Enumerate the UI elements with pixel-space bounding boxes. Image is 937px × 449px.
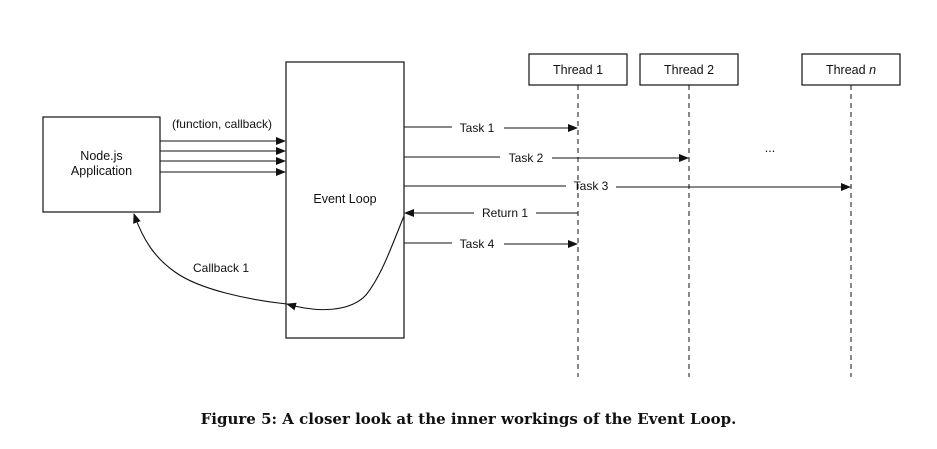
task-4-message: Task 4 xyxy=(404,237,578,251)
app-box-label-line2: Application xyxy=(71,164,132,178)
event-loop-label: Event Loop xyxy=(313,192,376,206)
thread-1-header: Thread 1 xyxy=(528,53,628,86)
task-3-label: Task 3 xyxy=(574,179,609,193)
task-2-message: Task 2 xyxy=(404,151,689,165)
thread-2-header: Thread 2 xyxy=(639,53,739,86)
return-1-message: Return 1 xyxy=(404,206,578,220)
thread-2-label: Thread 2 xyxy=(664,63,714,77)
return-1-label: Return 1 xyxy=(482,206,528,220)
callback-1-label: Callback 1 xyxy=(193,261,249,275)
event-loop-box: Event Loop xyxy=(285,61,405,339)
task-3-message: Task 3 xyxy=(404,179,851,193)
thread-n-label-suffix: n xyxy=(869,63,876,77)
thread-n-label-text: Thread xyxy=(826,63,869,77)
task-1-label: Task 1 xyxy=(460,121,495,135)
callback-1-curve xyxy=(133,213,288,305)
thread-n-header: Thread n xyxy=(801,53,901,86)
figure-caption: Figure 5: A closer look at the inner wor… xyxy=(200,410,737,428)
task-2-label: Task 2 xyxy=(509,151,544,165)
thread-1-label: Thread 1 xyxy=(553,63,603,77)
return-flow-curve xyxy=(286,215,405,311)
app-box-label-line1: Node.js xyxy=(80,149,122,163)
function-callback-label: (function, callback) xyxy=(172,117,272,131)
threads-ellipsis: ... xyxy=(765,141,775,155)
task-1-message: Task 1 xyxy=(404,121,578,135)
task-4-label: Task 4 xyxy=(460,237,495,251)
nodejs-application-box: Node.js Application xyxy=(42,116,161,213)
thread-lifelines xyxy=(577,85,852,377)
thread-n-label: Thread n xyxy=(826,63,876,77)
request-arrows xyxy=(160,137,286,176)
